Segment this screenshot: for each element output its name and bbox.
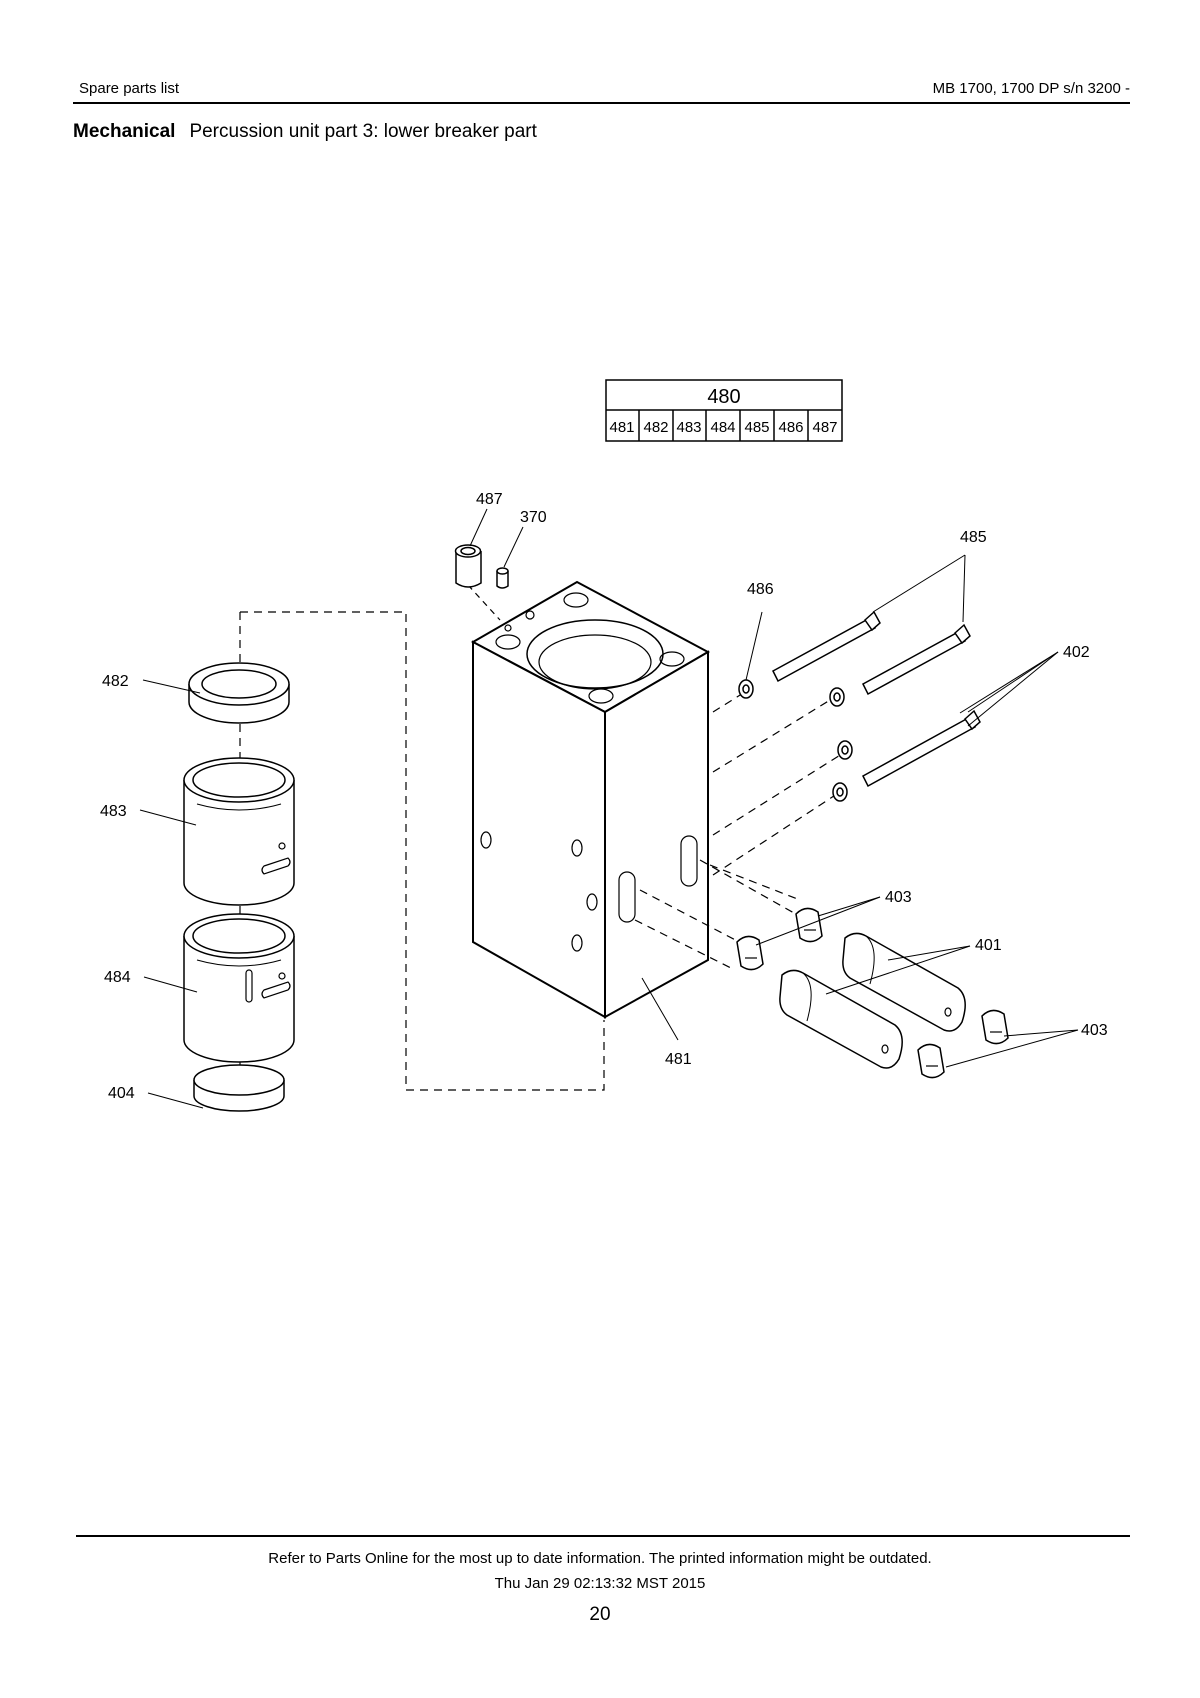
assembly-part: 486 (778, 419, 803, 436)
assembly-part: 487 (812, 419, 837, 436)
assembly-part: 481 (609, 419, 634, 436)
cap-404 (193, 1064, 285, 1112)
callout-370: 370 (520, 509, 547, 526)
header-model: MB 1700, 1700 DP s/n 3200 - (932, 80, 1130, 97)
assembly-part: 484 (710, 419, 735, 436)
assembly-part: 485 (744, 419, 769, 436)
callout-labels: 487 370 485 486 402 482 483 484 404 403 … (100, 491, 1108, 1102)
bushing-487 (454, 544, 482, 588)
callout-482: 482 (102, 673, 129, 690)
wedge-401-lower (779, 969, 903, 1069)
ring-482 (188, 662, 290, 724)
assembly-part: 483 (676, 419, 701, 436)
sleeve-483 (183, 757, 295, 906)
header-doc-type: Spare parts list (79, 80, 180, 97)
nuts-486 (738, 679, 853, 802)
footer-rule (76, 1535, 1130, 1537)
assembly-part: 482 (643, 419, 668, 436)
callout-404: 404 (108, 1085, 135, 1102)
callout-486: 486 (747, 581, 774, 598)
section-name: Mechanical (73, 121, 176, 142)
page-number: 20 (589, 1604, 611, 1625)
callout-484: 484 (104, 969, 131, 986)
main-body-481 (470, 580, 711, 1019)
callout-485: 485 (960, 529, 987, 546)
dashed-line-pins (467, 584, 501, 621)
pin-370 (496, 567, 509, 589)
dashed-lines-right (634, 691, 846, 971)
tie-rods-485-402 (772, 610, 981, 788)
callout-402: 402 (1063, 644, 1090, 661)
page-title: Mechanical Percussion unit part 3: lower … (73, 121, 537, 143)
footer-disclaimer: Refer to Parts Online for the most up to… (268, 1550, 932, 1567)
header-rule (73, 102, 1130, 104)
callout-481: 481 (665, 1051, 692, 1068)
wedge-401-upper (842, 932, 966, 1032)
callout-483: 483 (100, 803, 127, 820)
callout-487: 487 (476, 491, 503, 508)
callout-401: 401 (975, 937, 1002, 954)
callout-403-lower: 403 (1081, 1022, 1108, 1039)
section-subtitle: Percussion unit part 3: lower breaker pa… (189, 121, 537, 142)
leader-lines (139, 508, 1079, 1109)
callout-403-upper: 403 (885, 889, 912, 906)
footer-timestamp: Thu Jan 29 02:13:32 MST 2015 (494, 1575, 706, 1592)
assembly-kit-number: 480 (707, 386, 740, 408)
assembly-table: 480 481 482 483 484 485 486 487 (605, 379, 843, 442)
sleeve-484 (183, 913, 295, 1063)
